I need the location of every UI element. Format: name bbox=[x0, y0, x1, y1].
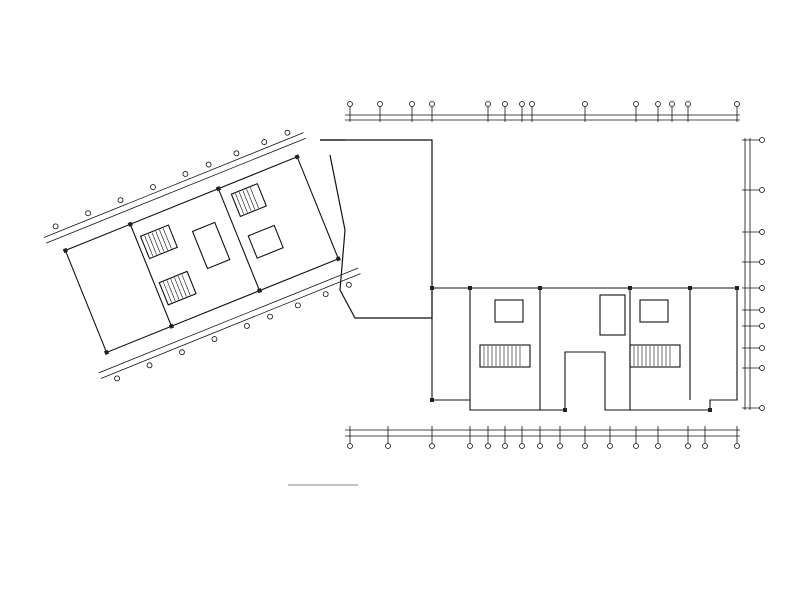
right-wing-floor-plan bbox=[431, 287, 738, 411]
axis-bubbles-right bbox=[759, 137, 765, 411]
column-markers-right bbox=[430, 286, 739, 412]
left-wing-floor-plan bbox=[43, 129, 361, 382]
connector-wing-outline bbox=[320, 139, 433, 319]
dimension-line-top-right bbox=[345, 105, 740, 122]
dimension-line-right bbox=[742, 138, 760, 410]
axis-bubbles-bottom bbox=[347, 443, 740, 449]
dimension-line-bottom-right bbox=[345, 426, 740, 444]
axis-bubbles-top bbox=[347, 101, 740, 107]
stair-treads-right bbox=[483, 346, 671, 366]
